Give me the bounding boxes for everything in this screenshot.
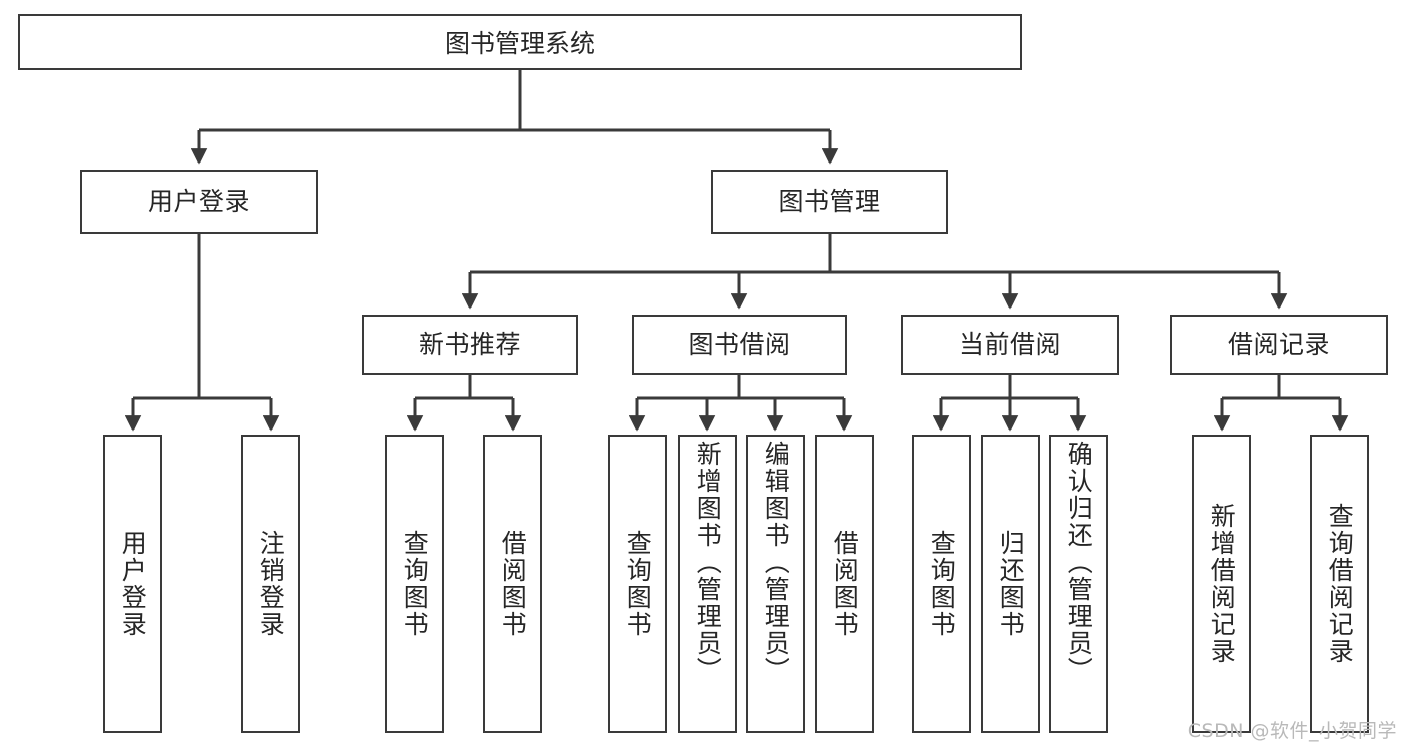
node-leaf-query-book-2[interactable]: 查询图书 [608,435,667,733]
node-leaf-query-record[interactable]: 查询借阅记录 [1310,435,1369,733]
node-label: 新书推荐 [418,330,521,360]
node-label: 新增借阅记录 [1207,503,1237,665]
node-leaf-query-book-1[interactable]: 查询图书 [385,435,444,733]
node-label: 确认归还（管理员） [1064,441,1094,684]
node-leaf-user-login[interactable]: 用户登录 [103,435,162,733]
node-label: 借阅图书 [498,530,528,638]
node-label: 用户登录 [118,530,148,638]
node-label: 借阅记录 [1227,330,1330,360]
node-leaf-borrow-book-1[interactable]: 借阅图书 [483,435,542,733]
node-leaf-add-book[interactable]: 新增图书（管理员） [678,435,737,733]
node-label: 图书管理系统 [444,29,595,58]
node-leaf-query-book-3[interactable]: 查询图书 [912,435,971,733]
node-label: 用户登录 [147,187,250,217]
node-label: 当前借阅 [958,330,1061,360]
node-label: 查询图书 [927,530,957,638]
node-label: 新增图书（管理员） [693,441,723,684]
node-current-borrow[interactable]: 当前借阅 [901,315,1119,375]
node-label: 图书管理 [778,187,881,217]
node-label: 注销登录 [256,530,286,638]
node-label: 编辑图书（管理员） [761,441,791,684]
node-label: 查询借阅记录 [1325,503,1355,665]
node-leaf-add-record[interactable]: 新增借阅记录 [1192,435,1251,733]
node-borrow-record[interactable]: 借阅记录 [1170,315,1388,375]
watermark-text: CSDN @软件_小贺同学 [1187,720,1397,742]
node-label: 查询图书 [400,530,430,638]
node-leaf-borrow-book-2[interactable]: 借阅图书 [815,435,874,733]
node-leaf-return-book[interactable]: 归还图书 [981,435,1040,733]
node-root-system[interactable]: 图书管理系统 [18,14,1022,70]
node-label: 图书借阅 [688,330,791,360]
node-leaf-confirm-return[interactable]: 确认归还（管理员） [1049,435,1108,733]
node-user-login[interactable]: 用户登录 [80,170,318,234]
node-new-book-recommend[interactable]: 新书推荐 [362,315,578,375]
node-label: 归还图书 [996,530,1026,638]
node-book-management[interactable]: 图书管理 [711,170,948,234]
node-leaf-logout[interactable]: 注销登录 [241,435,300,733]
node-book-borrow[interactable]: 图书借阅 [632,315,847,375]
node-label: 借阅图书 [830,530,860,638]
node-label: 查询图书 [623,530,653,638]
node-leaf-edit-book[interactable]: 编辑图书（管理员） [746,435,805,733]
